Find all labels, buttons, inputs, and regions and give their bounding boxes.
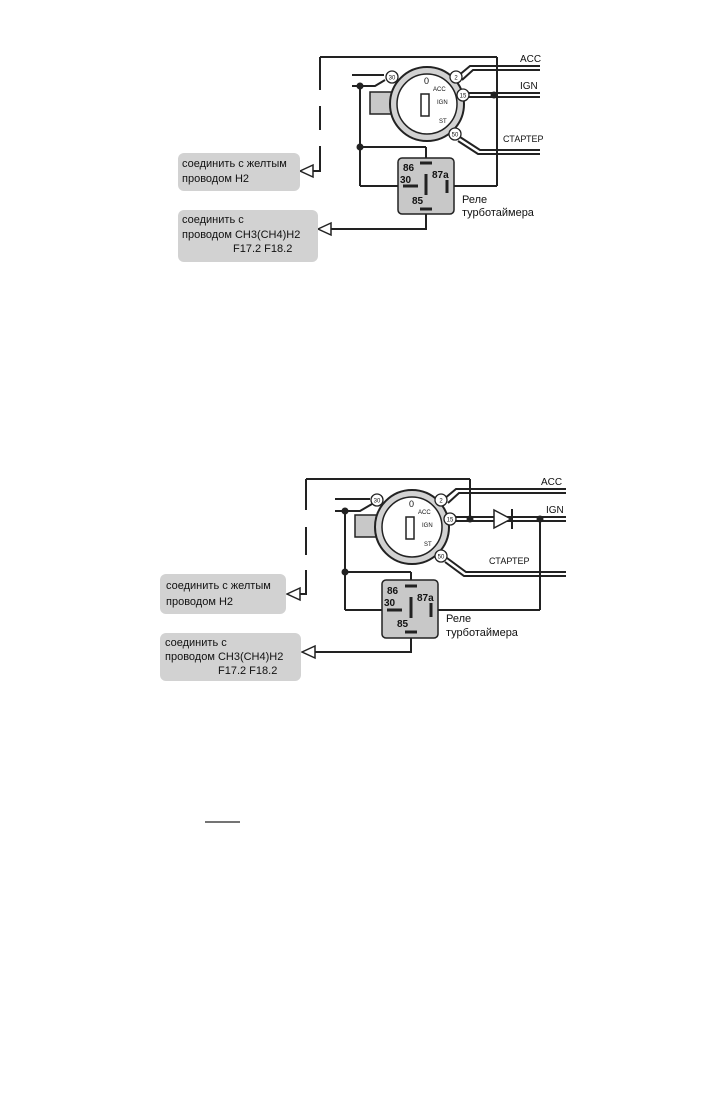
ign-label: IGN xyxy=(546,505,564,516)
pin-30: 30 xyxy=(400,175,412,186)
starter-label: СТАРТЕР xyxy=(489,556,530,566)
pin-87a: 87a xyxy=(432,170,449,181)
svg-text:F17.2 F18.2: F17.2 F18.2 xyxy=(233,243,292,255)
svg-text:проводом CH3(CH4)H2: проводом CH3(CH4)H2 xyxy=(182,229,300,241)
diagram-1: ACC IGN СТАРТЕР xyxy=(178,54,544,262)
junction-86 xyxy=(341,568,349,576)
ign-label: IGN xyxy=(520,81,538,92)
pos-st: ST xyxy=(439,119,447,125)
junction-30 xyxy=(341,507,349,515)
pos-st: ST xyxy=(424,542,432,548)
arrow-box2 xyxy=(300,644,316,660)
ign-junction xyxy=(466,515,474,523)
pin-85: 85 xyxy=(397,619,409,630)
pin-87a: 87a xyxy=(417,593,434,604)
ign-wire xyxy=(468,92,540,98)
terminal-15 xyxy=(456,88,470,102)
diode-icon xyxy=(493,508,513,530)
svg-text:50: 50 xyxy=(452,133,459,139)
pos-ign: IGN xyxy=(422,523,433,529)
note-ch3-wire: соединить с проводом CH3(CH4)H2 F17.2 F1… xyxy=(160,633,301,681)
svg-text:30: 30 xyxy=(389,76,396,82)
starter-wire xyxy=(457,136,540,155)
terminal-50 xyxy=(448,127,462,141)
pos-0: 0 xyxy=(409,499,414,509)
pos-0: 0 xyxy=(424,76,429,86)
battery-wire xyxy=(335,498,412,611)
svg-text:50: 50 xyxy=(438,555,445,561)
svg-text:соединить с: соединить с xyxy=(165,637,227,649)
acc-label: ACC xyxy=(520,54,541,65)
starter-label: СТАРТЕР xyxy=(503,134,544,144)
terminal-2 xyxy=(449,70,463,84)
acc-label: ACC xyxy=(541,477,562,488)
ignition-switch: 0 ACC IGN ST 30 2 15 50 xyxy=(354,489,457,565)
dashed-wire xyxy=(310,56,497,172)
relay-title-1: Реле xyxy=(462,194,487,206)
arrow-box1 xyxy=(285,586,301,602)
note-yellow-wire: соединить с желтым проводом H2 xyxy=(160,574,286,614)
svg-text:15: 15 xyxy=(447,518,454,524)
terminal-30 xyxy=(385,70,399,84)
svg-text:2: 2 xyxy=(439,499,443,505)
pin-86: 86 xyxy=(387,586,399,597)
relay-87a-wire xyxy=(454,135,498,187)
svg-text:2: 2 xyxy=(454,76,458,82)
relay-85-wire xyxy=(314,638,412,653)
svg-text:F17.2 F18.2: F17.2 F18.2 xyxy=(218,665,277,677)
ignition-switch: 0 ACC IGN ST 30 2 15 50 xyxy=(369,66,470,142)
svg-text:15: 15 xyxy=(460,94,467,100)
key-slot xyxy=(405,516,415,540)
relay: 86 30 87a 85 xyxy=(381,579,439,639)
diagram-2: ACC IGN СТАРТЕР xyxy=(160,477,566,681)
terminal-15 xyxy=(443,512,457,526)
relay-87a-wire xyxy=(438,519,541,611)
pin-86: 86 xyxy=(403,163,415,174)
relay-title-2: турботаймера xyxy=(462,207,535,219)
starter-wire xyxy=(444,557,566,577)
pos-acc: ACC xyxy=(433,87,446,93)
relay-85-wire xyxy=(330,214,427,230)
svg-text:соединить с: соединить с xyxy=(182,214,244,226)
svg-text:соединить с желтым: соединить с желтым xyxy=(166,580,271,592)
pos-ign: IGN xyxy=(437,100,448,106)
arrow-box2 xyxy=(316,221,332,237)
junction-30 xyxy=(356,82,364,90)
terminal-2 xyxy=(434,493,448,507)
pin-30: 30 xyxy=(384,598,396,609)
svg-text:проводом CH3(CH4)H2: проводом CH3(CH4)H2 xyxy=(165,651,283,663)
relay-title-2: турботаймера xyxy=(446,627,519,639)
relay-title-1: Реле xyxy=(446,613,471,625)
svg-text:проводом H2: проводом H2 xyxy=(182,173,249,185)
svg-text:соединить с желтым: соединить с желтым xyxy=(182,158,287,170)
svg-text:проводом H2: проводом H2 xyxy=(166,596,233,608)
terminal-50 xyxy=(434,549,448,563)
junction-86 xyxy=(356,143,364,151)
key-slot xyxy=(420,93,430,117)
svg-text:30: 30 xyxy=(374,499,381,505)
note-ch3-wire: соединить с проводом CH3(CH4)H2 F17.2 F1… xyxy=(178,210,318,262)
pos-acc: ACC xyxy=(418,510,431,516)
pin-85: 85 xyxy=(412,196,424,207)
terminal-30 xyxy=(370,493,384,507)
arrow-box1 xyxy=(298,163,314,179)
acc-wire xyxy=(443,479,566,517)
ign-junction xyxy=(490,91,498,99)
relay: 86 30 87a 85 xyxy=(397,157,455,215)
note-yellow-wire: соединить с желтым проводом H2 xyxy=(178,153,300,191)
